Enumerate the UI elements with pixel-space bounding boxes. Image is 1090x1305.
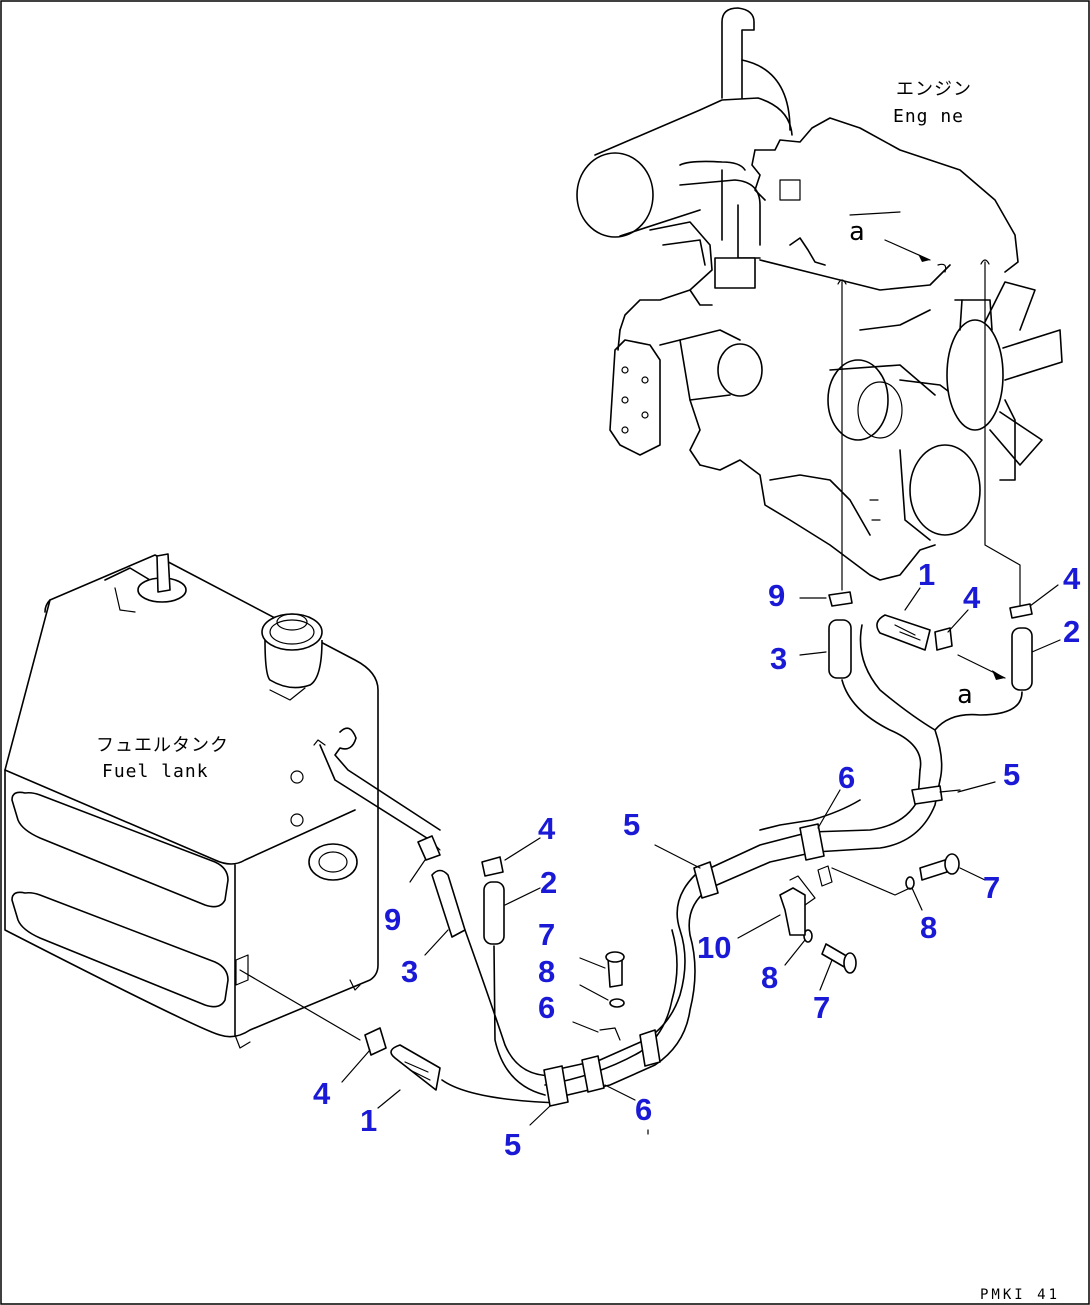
callout-clamp-5: 5 bbox=[1003, 757, 1020, 792]
callout-clamp-4: 4 bbox=[538, 811, 556, 846]
callout-clamp-4: 4 bbox=[313, 1076, 331, 1111]
callout-hose-1: 1 bbox=[918, 557, 935, 592]
callout-bolt-7: 7 bbox=[538, 917, 555, 952]
ref-a-bottom: a bbox=[957, 680, 973, 710]
callout-clamp-4: 4 bbox=[1063, 561, 1081, 596]
drawing-code: PMKI 41 bbox=[980, 1287, 1060, 1303]
callout-hose-2: 2 bbox=[1063, 614, 1080, 649]
callout-clamp-9: 9 bbox=[768, 578, 785, 613]
fuel-tank-label-en: Fuel lank bbox=[102, 761, 209, 782]
callout-hose-3: 3 bbox=[770, 641, 787, 676]
callout-clamp-5: 5 bbox=[504, 1127, 521, 1162]
callout-bolt-7: 7 bbox=[983, 870, 1000, 905]
callout-clamp-6: 6 bbox=[838, 760, 855, 795]
fuel-piping bbox=[239, 584, 1061, 1135]
callout-washer-8: 8 bbox=[920, 910, 937, 945]
engine-assembly bbox=[576, 7, 1063, 606]
callout-clamp-4: 4 bbox=[963, 580, 981, 615]
callout-washer-8: 8 bbox=[538, 954, 555, 989]
callout-clamp-5: 5 bbox=[623, 807, 640, 842]
engine-side-fittings bbox=[828, 591, 1033, 781]
engine-label-en: Eng ne bbox=[893, 106, 964, 127]
callout-hose-2: 2 bbox=[540, 865, 557, 900]
engine-label-jp: エンジン bbox=[896, 79, 972, 100]
fuel-tank bbox=[4, 553, 379, 1049]
callout-clamp-6: 6 bbox=[635, 1092, 652, 1127]
callout-clamp-6: 6 bbox=[538, 990, 555, 1025]
callout-bracket-10: 10 bbox=[697, 930, 731, 965]
callout-numbers: 9 1 4 4 3 2 5 6 5 4 9 2 7 7 8 3 8 6 10 8… bbox=[313, 557, 1081, 1162]
ref-a-top: a bbox=[849, 217, 865, 247]
callout-clamp-9: 9 bbox=[384, 902, 401, 937]
callout-washer-8: 8 bbox=[761, 960, 778, 995]
fuel-tank-label-jp: フュエルタンク bbox=[96, 735, 229, 756]
callout-bolt-7: 7 bbox=[813, 990, 830, 1025]
callout-hose-3: 3 bbox=[401, 954, 418, 989]
callout-hose-1: 1 bbox=[360, 1103, 377, 1138]
